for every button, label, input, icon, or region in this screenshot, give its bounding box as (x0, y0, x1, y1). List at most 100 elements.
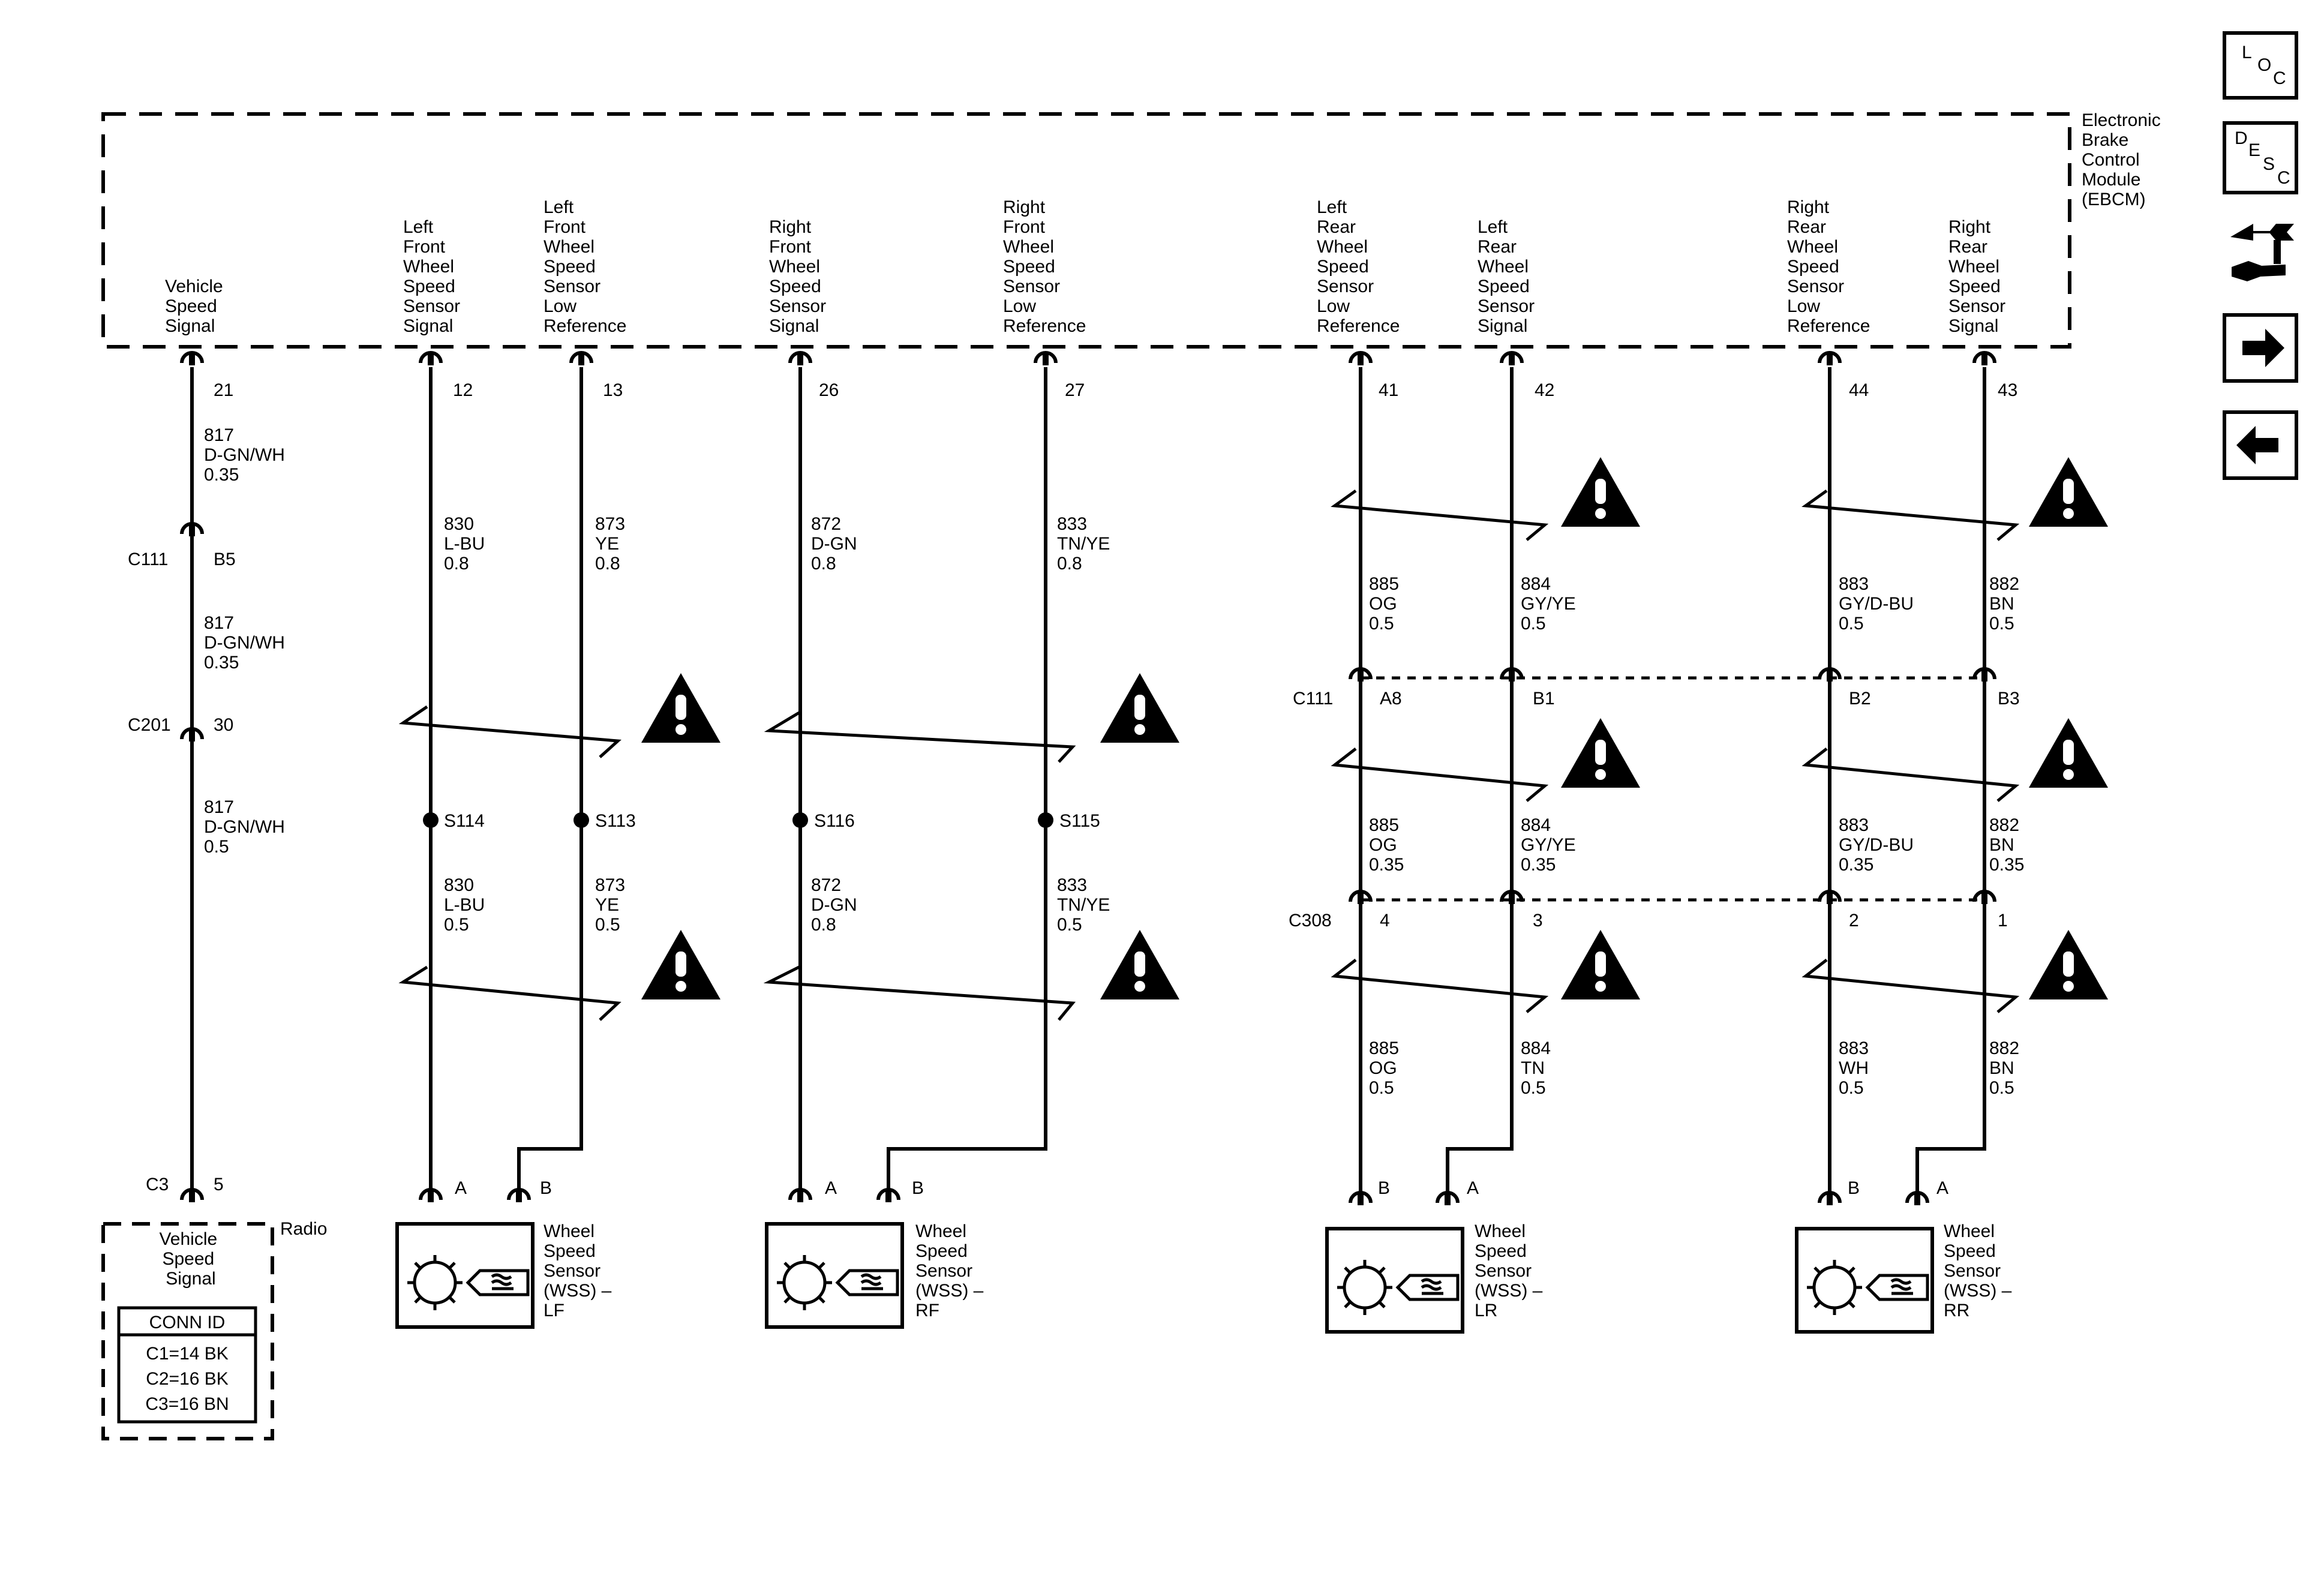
splice-s116-label: S116 (814, 811, 855, 831)
splice-s113-dot (574, 812, 589, 828)
sensor-lf-pickup-icon (466, 1269, 530, 1296)
caution-icon[interactable] (1561, 718, 1640, 788)
conn-id-title: CONN ID (149, 1313, 226, 1332)
pin-44: 44 (1849, 380, 1869, 400)
desc-button[interactable]: D E S C (2223, 121, 2298, 194)
sensor-lf-pin-b-label: B (540, 1178, 552, 1198)
signal-label-rf-sig: Right Front Wheel Speed Sensor Signal (769, 217, 831, 336)
c308-pin-1: 1 (1998, 911, 2008, 930)
sensor-lr-pin-b-label: B (1378, 1178, 1390, 1198)
caution-icon[interactable] (641, 673, 720, 743)
c111-terminal (1972, 667, 1996, 682)
module-pin-terminal (1972, 351, 1996, 365)
caution-icons (641, 457, 2108, 999)
sensor-rr-pin-a (1905, 1191, 1929, 1205)
pin-43: 43 (1998, 380, 2017, 400)
c308-pin-2: 2 (1849, 911, 1859, 930)
module-pin-terminal (419, 351, 443, 365)
splices: S114 S113 S116 S115 (423, 811, 1100, 831)
sensor-rf-pickup-icon (835, 1269, 899, 1296)
c111-terminal (1500, 667, 1524, 682)
twist-marker (398, 965, 621, 1021)
pin-27: 27 (1065, 380, 1085, 400)
caution-icon[interactable] (1561, 930, 1640, 999)
radio-module: Radio Vehicle Speed Signal CONN ID C1=14… (101, 1219, 327, 1440)
radio-signal-label: Vehicle Speed Signal (159, 1229, 222, 1289)
caution-icon[interactable] (1100, 673, 1179, 743)
module-pin-terminal (788, 351, 812, 365)
arrow-right-icon[interactable] (2223, 313, 2298, 383)
c201-pin: 30 (214, 715, 233, 735)
twist-marker (764, 711, 1076, 763)
desc-letter: D (2235, 128, 2248, 148)
pin-42: 42 (1535, 380, 1554, 400)
caution-icon[interactable] (1100, 930, 1179, 999)
desc-letter: E (2248, 140, 2260, 160)
conn-id-row: C2=16 BK (146, 1369, 229, 1389)
caution-icon[interactable] (641, 930, 720, 999)
c308-terminal (1818, 890, 1842, 904)
splice-s114-label: S114 (444, 811, 485, 831)
c308-terminal (1349, 890, 1373, 904)
splice-s114-dot (423, 812, 439, 828)
sensor-rf-pin-b (876, 1188, 900, 1202)
sensor-lr-pin-b (1349, 1191, 1373, 1205)
splice-s115-dot (1038, 812, 1053, 828)
c111-terminal (1818, 667, 1842, 682)
sensor-rr-pickup-icon (1865, 1274, 1929, 1301)
c111-pin-b1: B1 (1533, 689, 1555, 709)
signal-label-lf-sig: Left Front Wheel Speed Sensor Signal (403, 217, 465, 336)
sensor-lf-wheel-icon (407, 1255, 463, 1310)
sensor-rr-box (1795, 1227, 1934, 1334)
c308-terminal (1972, 890, 1996, 904)
caution-icon[interactable] (2029, 930, 2108, 999)
twist-marker (1801, 959, 2020, 1013)
sensor-rr-wheel-icon (1807, 1260, 1862, 1315)
desc-letter: C (2277, 168, 2290, 188)
sensor-rf-wheel-icon (777, 1255, 832, 1310)
sensor-lr-box (1325, 1227, 1464, 1334)
wires (190, 367, 1986, 1197)
twist-marker (1331, 748, 1549, 802)
wire-lr-signal (1446, 367, 1514, 1197)
sensor-rr-pin-b-label: B (1848, 1178, 1860, 1198)
caution-icon[interactable] (2029, 718, 2108, 788)
sensor-lr-pin-a-label: A (1467, 1178, 1479, 1198)
signal-label-lr-low: Left Rear Wheel Speed Sensor Low Referen… (1317, 197, 1400, 336)
sensor-lr-pin-a (1436, 1191, 1460, 1205)
conn-id-row: C1=14 BK (146, 1344, 229, 1364)
caution-icon[interactable] (2029, 457, 2108, 527)
twist-marker (1801, 489, 2020, 541)
pin-13: 13 (603, 380, 623, 400)
connector-tool-icon[interactable] (2230, 224, 2294, 281)
nav-buttons: L O C D E S C (2223, 31, 2298, 480)
c111-pin-a8: A8 (1380, 689, 1402, 709)
twist-marker (398, 705, 621, 758)
splice-s113-label: S113 (595, 811, 636, 831)
arrow-left-icon[interactable] (2223, 410, 2298, 480)
sensor-rr-pin-a-label: A (1936, 1178, 1948, 1198)
module-pin-terminal (1818, 351, 1842, 365)
signal-label-rf-low: Right Front Wheel Speed Sensor Low Refer… (1003, 197, 1086, 336)
caution-icon[interactable] (1561, 457, 1640, 527)
loc-button[interactable]: L O C (2223, 31, 2298, 100)
sensor-rr-pin-b (1818, 1191, 1842, 1205)
pin-12: 12 (453, 380, 473, 400)
twisted-pair-markers (398, 489, 2020, 1021)
signal-label-lr-sig: Left Rear Wheel Speed Sensor Signal (1478, 217, 1539, 336)
